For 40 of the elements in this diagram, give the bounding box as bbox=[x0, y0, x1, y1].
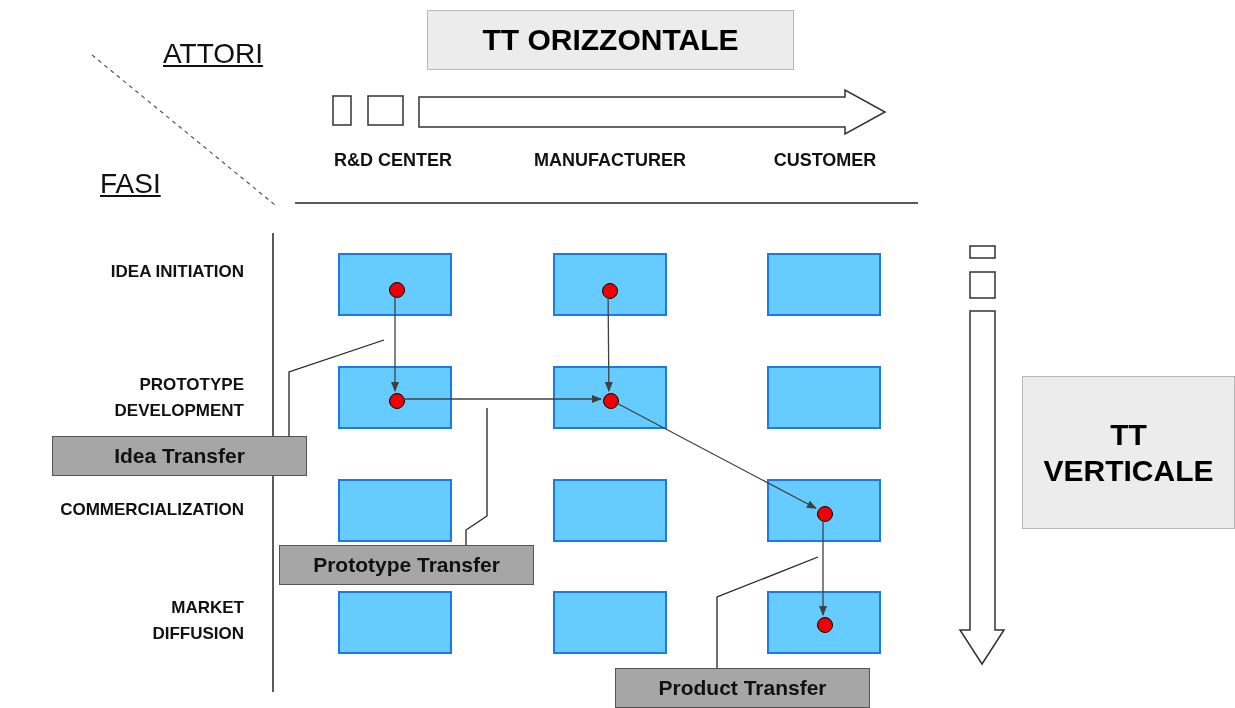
matrix-cell bbox=[338, 366, 452, 429]
matrix-cell bbox=[338, 479, 452, 542]
dot-marker bbox=[817, 617, 833, 633]
dot-marker bbox=[389, 393, 405, 409]
leader-line bbox=[465, 407, 488, 546]
dot-marker bbox=[817, 506, 833, 522]
matrix-cell bbox=[767, 253, 881, 316]
leader-line bbox=[716, 556, 819, 669]
dot-marker bbox=[603, 393, 619, 409]
matrix-cell bbox=[553, 479, 667, 542]
title-banner: TT ORIZZONTALE bbox=[427, 10, 794, 70]
matrix-cell bbox=[767, 479, 881, 542]
dot-marker bbox=[389, 282, 405, 298]
matrix-cell bbox=[553, 366, 667, 429]
row-header: PROTOTYPE DEVELOPMENT bbox=[113, 374, 244, 422]
row-header: IDEA INITIATION bbox=[109, 261, 244, 283]
leader-line bbox=[288, 339, 385, 437]
row-header: MARKET DIFFUSION bbox=[151, 597, 244, 645]
arrow bbox=[402, 395, 602, 403]
matrix-cell bbox=[767, 366, 881, 429]
arrow bbox=[604, 296, 613, 392]
matrix-cell bbox=[338, 253, 452, 316]
arrow bbox=[391, 295, 399, 392]
matrix-cell bbox=[553, 253, 667, 316]
arrow bbox=[615, 402, 817, 509]
transfer-tag: Product Transfer bbox=[615, 668, 870, 708]
row-header: COMMERCIALIZATION bbox=[59, 499, 244, 521]
column-header: R&D CENTER bbox=[333, 150, 453, 171]
transfer-tag: Prototype Transfer bbox=[279, 545, 534, 585]
title-banner: TT VERTICALE bbox=[1022, 376, 1235, 529]
transfer-tag: Idea Transfer bbox=[52, 436, 307, 476]
dot-marker bbox=[602, 283, 618, 299]
column-header: CUSTOMER bbox=[772, 150, 878, 171]
arrow bbox=[819, 519, 827, 616]
column-header: MANUFACTURER bbox=[533, 150, 687, 171]
axis-heading: ATTORI bbox=[163, 38, 264, 70]
matrix-cell bbox=[767, 591, 881, 654]
matrix-cell bbox=[338, 591, 452, 654]
matrix-cell bbox=[553, 591, 667, 654]
axis-heading: FASI bbox=[100, 168, 161, 200]
